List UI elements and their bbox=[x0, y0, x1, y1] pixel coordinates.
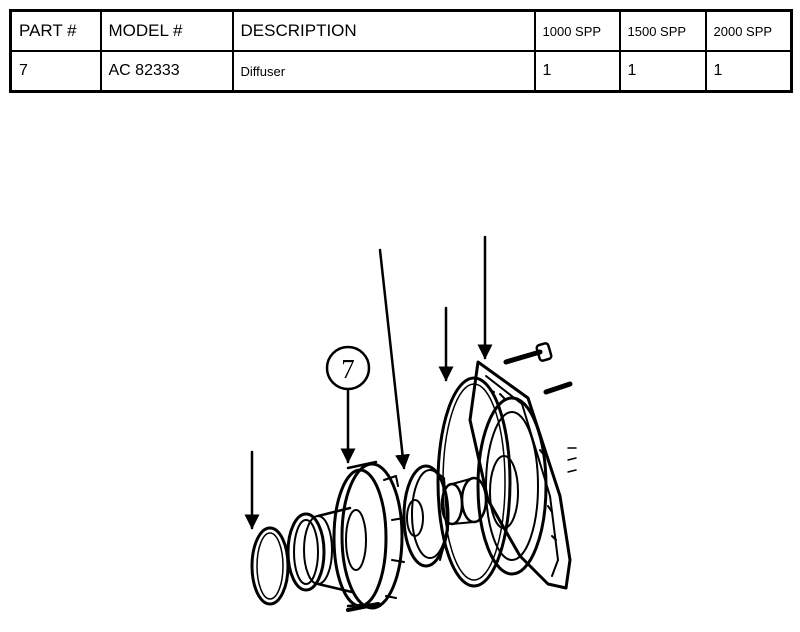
cell-2000-spp: 1 bbox=[704, 50, 793, 93]
seal-plate-part bbox=[468, 360, 577, 590]
table-row: 7 AC 82333 Diffuser 1 1 1 bbox=[9, 50, 793, 93]
cell-part: 7 bbox=[9, 50, 102, 93]
header-2000-spp: 2000 SPP bbox=[704, 9, 793, 52]
cell-1500-spp: 1 bbox=[618, 50, 707, 93]
header-1500-spp: 1500 SPP bbox=[618, 9, 707, 52]
impeller-part bbox=[402, 464, 450, 568]
seal-ring-part bbox=[436, 376, 512, 588]
header-description: DESCRIPTION bbox=[231, 9, 536, 52]
cell-1000-spp: 1 bbox=[533, 50, 621, 93]
table-header-row: PART # MODEL # DESCRIPTION 1000 SPP 1500… bbox=[9, 9, 793, 52]
cell-model: AC 82333 bbox=[99, 50, 234, 93]
leader-arrow-impeller bbox=[378, 248, 410, 470]
callout-7: 7 bbox=[325, 345, 371, 464]
o-ring-part bbox=[250, 526, 290, 606]
header-model: MODEL # bbox=[99, 9, 234, 52]
bolt-part bbox=[346, 342, 573, 612]
callout-label: 7 bbox=[341, 354, 355, 384]
parts-table: PART # MODEL # DESCRIPTION 1000 SPP 1500… bbox=[9, 9, 793, 93]
header-part: PART # bbox=[9, 9, 102, 52]
diffuser-part bbox=[286, 460, 405, 610]
header-1000-spp: 1000 SPP bbox=[533, 9, 621, 52]
cell-description: Diffuser bbox=[231, 50, 536, 93]
